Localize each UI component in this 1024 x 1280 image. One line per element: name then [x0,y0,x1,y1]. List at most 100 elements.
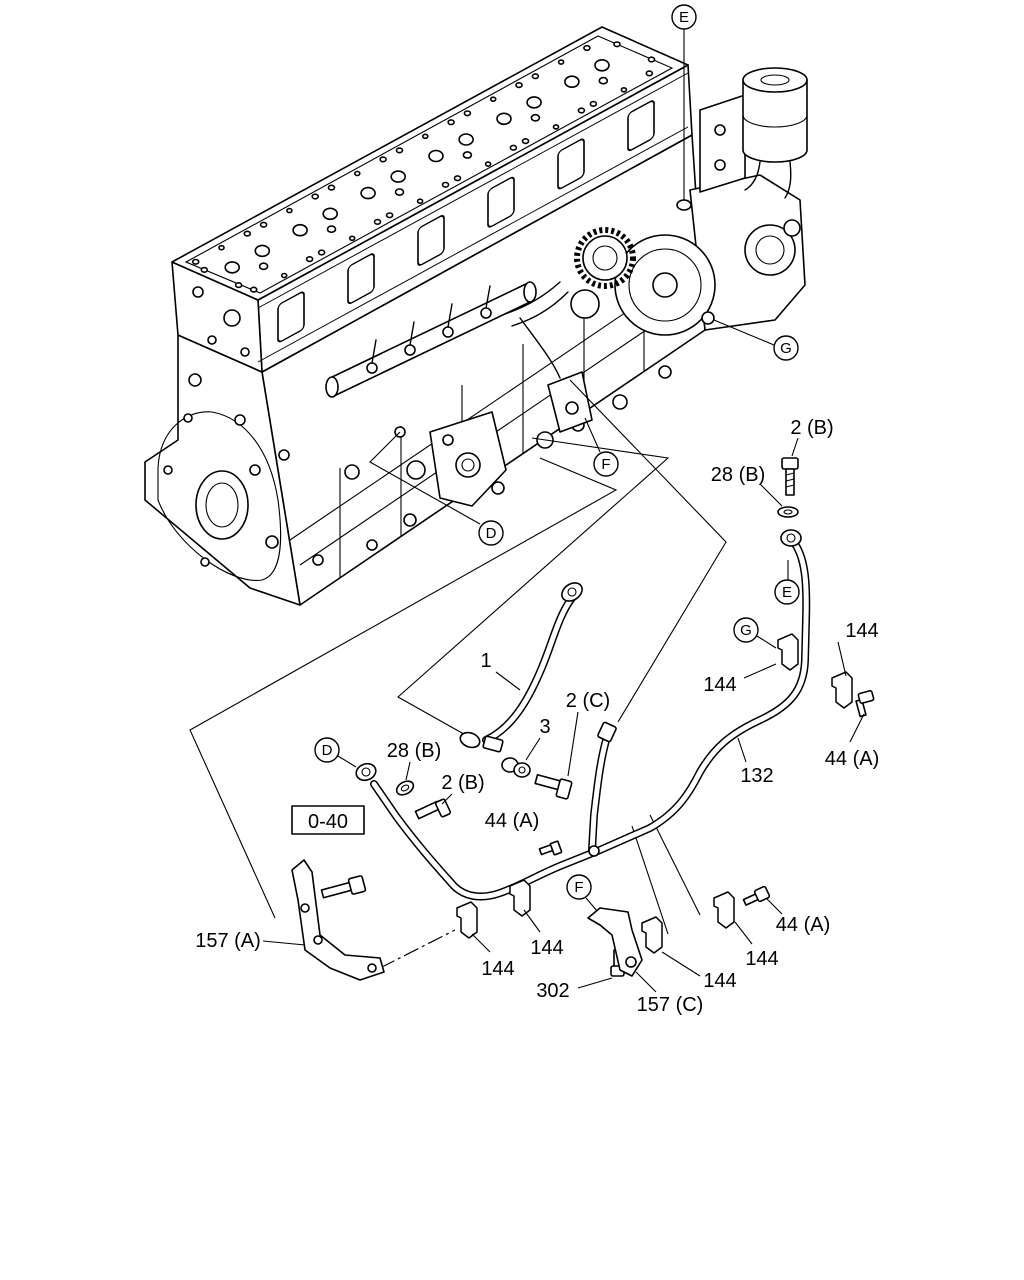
head-hole [421,133,429,140]
head-hole [462,151,473,159]
label-washer-28b-left: 28 (B) [387,740,441,762]
head-hole [191,258,200,265]
head-hole [447,119,455,126]
ref-letter: D [486,525,497,542]
bracket-157a [291,859,385,981]
washer-3 [501,757,531,778]
head-hole [458,133,474,146]
label-clip-144: 144 [530,937,563,959]
head-hole [484,161,492,167]
label-clip-144: 144 [845,620,878,642]
head-hole [428,149,444,163]
ref-letter: E [782,584,792,601]
label-bolt-2b-left: 2 (B) [441,772,484,794]
head-hole [515,81,523,89]
head-hole [292,223,308,237]
oil-cooler-housing [406,411,507,507]
head-hole [286,207,293,214]
pipe-d-fitting [355,762,377,782]
label-clip-144: 144 [481,958,514,980]
head-hole [620,87,628,93]
head-hole [647,56,656,63]
clip-144 [456,901,478,939]
part-number-labels: 2 (B) 28 (B) 144 144 1 2 (C) 3 28 (B) 2 … [195,417,879,1016]
intake-ports [258,72,688,363]
ref-g-clip: G [733,617,759,643]
common-rail [325,281,537,398]
head-hole [489,96,497,102]
head-hole [583,44,591,52]
washer-28b-left [395,780,415,796]
fuel-pipe-branch [592,737,607,850]
head-hole [441,181,450,188]
head-end-holes [192,286,250,357]
label-clip-144: 144 [745,948,778,970]
clip-144 [777,633,799,671]
ref-letter: G [780,340,792,357]
branch-fitting [597,721,617,743]
pipe-1-end-fitting [459,731,504,753]
head-hole [224,261,240,274]
head-hole [390,170,407,183]
label-leaders [262,437,865,993]
label-clip-144: 144 [703,674,736,696]
head-hole [326,225,337,234]
fuel-pipe-1 [486,598,572,740]
head-hole [258,262,269,271]
head-hole [360,186,376,200]
head-hole [598,76,609,85]
head-hole [395,147,404,154]
crankshaft-bore-inner [205,482,239,528]
reference-letters: E G F D E G F D [314,4,800,900]
clip-144 [713,891,735,929]
section-reference-box: 0-40 [291,805,365,835]
ref-letter: F [574,879,583,896]
head-hole [385,212,394,219]
head-hole [373,218,382,225]
label-clip-144: 144 [703,970,736,992]
head-hole [521,138,530,145]
head-hole [311,193,320,200]
bolt-44a-lower [742,885,771,906]
label-bolt-2b-top: 2 (B) [790,417,833,439]
engine-assembly [144,26,808,606]
label-bolt-44a: 44 (A) [485,810,539,832]
head-hole [348,235,356,242]
label-bolt-44a: 44 (A) [776,914,830,936]
crankshaft-bore [195,470,249,540]
label-bolt-44a: 44 (A) [825,748,879,770]
ref-letter: G [740,622,752,639]
injection-pump [570,174,806,336]
clip-144 [641,916,663,954]
ref-letter: D [322,742,333,759]
bolt-2b-top [781,457,799,496]
bolt-0-40 [320,875,367,899]
head-hole [552,124,560,130]
head-hole [564,75,580,88]
head-hole [589,100,598,107]
head-hole [577,107,586,114]
head-hole [327,184,336,191]
head-hole [353,170,361,177]
pipe-junction [588,845,600,857]
ref-letter: E [679,9,689,26]
washer-28b-top [777,506,799,518]
ref-d-block: D [478,520,504,546]
bracket-157c [587,907,643,977]
ref-letter: F [601,456,610,473]
bolt-44a-center [538,840,563,856]
head-hole [234,282,243,289]
head-hole [557,59,565,65]
ref-d-fitting: D [314,737,340,763]
cylinder-block-front [144,334,301,606]
high-pressure-lines [504,281,569,379]
bolt-44a-right [855,690,875,718]
ref-f-bracket: F [566,874,592,900]
engine-bracket-f [547,371,593,433]
ref-f-block: F [593,451,619,477]
section-reference-label: 0-40 [308,811,348,833]
pipe-1-eye-fitting [561,582,583,602]
label-bolt-2c: 2 (C) [566,690,610,712]
head-hole [249,286,258,293]
